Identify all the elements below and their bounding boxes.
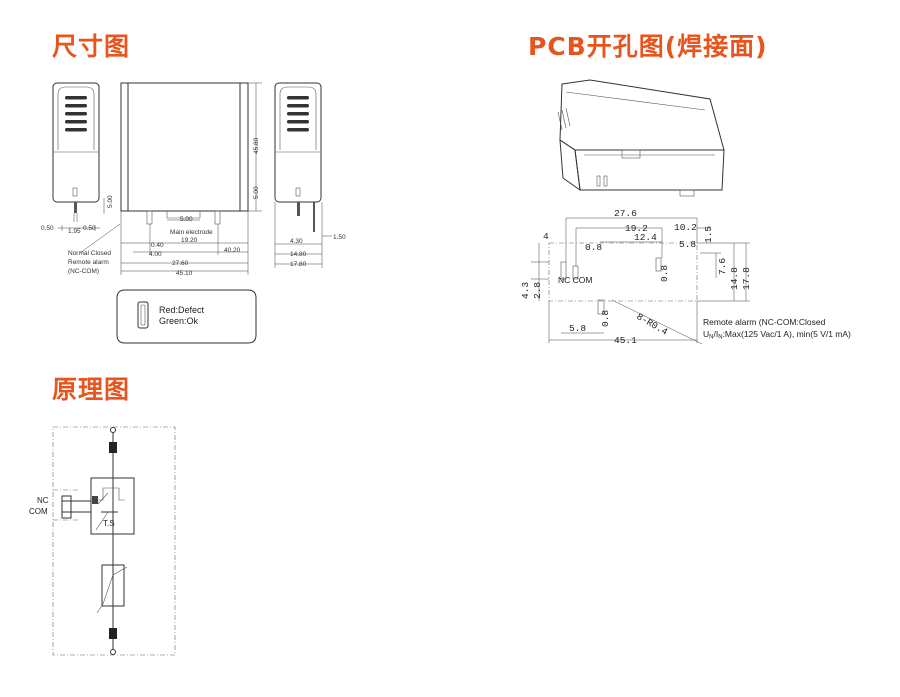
- pcb-dim-192: 19.2: [625, 223, 648, 234]
- indicator-green-label: Green:Ok: [159, 316, 199, 326]
- dimension-drawing: 0.50 1.95 0.50 5.00 5: [41, 82, 346, 344]
- pcb-drawing: 27.6 19.2 10.2 12.4 1.5 4 0.8 5.8 7.6 14…: [520, 79, 851, 346]
- section-title-schematic: 原理图: [52, 375, 131, 404]
- remote-alarm-label: Remote alarm (NC-COM:Closed: [703, 317, 826, 327]
- schematic-diagram: [52, 426, 176, 656]
- front-view: [79, 82, 262, 275]
- nc-label-3: (NC-COM): [68, 268, 99, 275]
- dim-400: 4.00: [149, 251, 162, 258]
- pcb-dim-102: 10.2: [674, 222, 697, 233]
- schematic-nc-label: NC: [37, 496, 49, 505]
- nc-label-2: Remote alarm: [68, 259, 109, 266]
- dim-150: 1.50: [333, 234, 346, 241]
- rating-values: :Max(125 Vac/1 A), min(5 V/1 mA): [723, 329, 851, 339]
- dim-195: 1.95: [68, 228, 81, 235]
- rating-u: U: [703, 329, 709, 339]
- dim-4020: 40.20: [224, 247, 241, 254]
- dim-040: 0.40: [151, 242, 164, 249]
- dim-4580: 45.80: [253, 137, 260, 154]
- dim-2760: 27.60: [172, 260, 189, 267]
- pcb-dim-08a: 0.8: [585, 242, 602, 253]
- pcb-dim-28: 2.8: [532, 282, 543, 299]
- pcb-dim-124: 12.4: [634, 232, 657, 243]
- nc-com-contact: [61, 495, 72, 519]
- pcb-dim-148: 14.8: [729, 267, 740, 290]
- indicator-red-label: Red:Defect: [159, 305, 205, 315]
- side-view-left: [52, 82, 105, 231]
- dim-1780: 17.80: [290, 261, 307, 268]
- dim-4510: 45.10: [176, 270, 193, 277]
- pcb-dim-58b: 5.8: [569, 323, 586, 334]
- module-isometric: [557, 79, 725, 197]
- dim-050b: 0.50: [83, 225, 96, 232]
- rating-sub-n2: N: [718, 335, 722, 341]
- section-title-dimensions: 尺寸图: [52, 32, 131, 61]
- rating-slash-i: /I: [713, 329, 718, 339]
- pcb-dim-58a: 5.8: [679, 239, 696, 250]
- dim-430: 4.30: [290, 238, 303, 245]
- fuse-bottom: [109, 628, 117, 639]
- dim-500-height: 5.00: [253, 186, 260, 199]
- pcb-dim-08b: 0.8: [659, 265, 670, 282]
- dim-1480: 14.80: [290, 251, 307, 258]
- dim-1920: 19.20: [181, 237, 198, 244]
- side-view-right: [274, 82, 332, 268]
- pcb-outline: [531, 217, 750, 345]
- section-title-pcb: PCB开孔图(焊接面): [528, 32, 768, 61]
- indicator-view: [116, 289, 257, 344]
- schematic-ts-label: T.S: [103, 519, 115, 528]
- pcb-dim-4: 4: [543, 231, 549, 242]
- dim-500-side: 5.00: [107, 195, 114, 208]
- pcb-dim-276: 27.6: [614, 208, 637, 219]
- vent-slots: [65, 96, 87, 132]
- rating-sub-n1: N: [709, 335, 713, 341]
- pcb-dim-178: 17.8: [741, 267, 752, 290]
- pcb-dim-76: 7.6: [717, 258, 728, 275]
- thermal-switch: [90, 477, 135, 535]
- rating-label: UN/IN:Max(125 Vac/1 A), min(5 V/1 mA): [703, 329, 851, 341]
- pcb-dim-8r04: 8-R0.4: [635, 311, 670, 338]
- vent-slots-right: [287, 96, 309, 132]
- main-electrode-label: Main electrode: [170, 229, 213, 236]
- nc-label-1: Normal Closed: [68, 250, 111, 257]
- pcb-dim-08c: 0.8: [600, 310, 611, 327]
- pcb-dim-451: 45.1: [614, 335, 637, 346]
- dim-500-top: 5.00: [180, 216, 193, 223]
- pcb-nc-com-label: NC COM: [558, 275, 592, 285]
- fuse-top: [109, 442, 117, 453]
- pcb-dim-15: 1.5: [703, 226, 714, 243]
- schematic-com-label: COM: [29, 507, 48, 516]
- varistor: [101, 564, 125, 607]
- dim-050a: 0.50: [41, 225, 54, 232]
- pcb-dim-43: 4.3: [520, 282, 531, 299]
